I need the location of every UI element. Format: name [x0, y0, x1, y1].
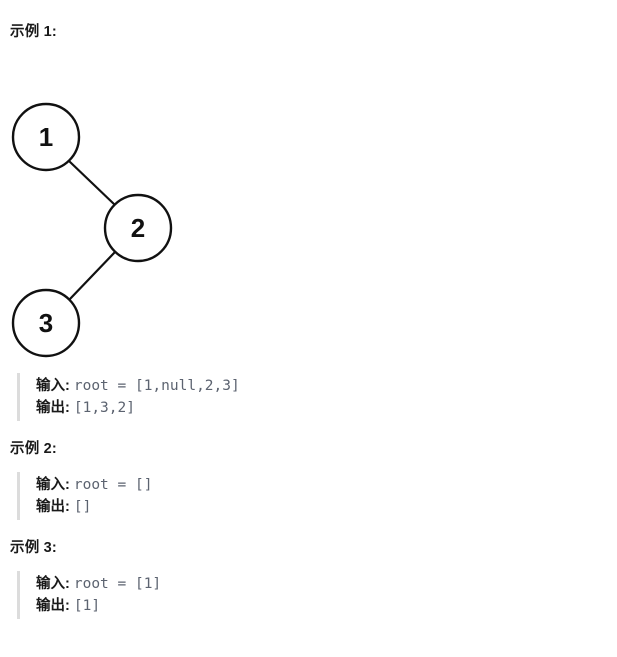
tree-node-1-circle: [11, 102, 81, 172]
example-2-input-value: root = []: [73, 477, 153, 494]
example-1-input-label: 输入:: [36, 378, 74, 395]
example-2-input-label: 输入:: [36, 477, 74, 494]
example-2-output-line: 输出: []: [36, 496, 617, 518]
example-3-output-value: [1]: [73, 598, 101, 615]
example-2-output-label: 输出:: [36, 499, 74, 516]
example-1-output-label: 输出:: [36, 400, 74, 417]
tree-edge-1-to-2: [68, 160, 116, 206]
example-3-input-value: root = [1]: [73, 576, 162, 593]
example-3-input-line: 输入: root = [1]: [36, 573, 617, 595]
tree-node-1-label: 1: [39, 122, 53, 152]
example-3-input-label: 输入:: [36, 576, 74, 593]
binary-tree-diagram: 1 2 3: [11, 102, 173, 358]
tree-edge-2-to-3: [68, 251, 116, 301]
example-1-output-value: [1,3,2]: [73, 400, 135, 417]
example-3-heading: 示例 3:: [10, 540, 57, 557]
example-2-code-block: 输入: root = [] 输出: []: [17, 472, 617, 521]
example-3-output-label: 输出:: [36, 598, 74, 615]
example-1-input-value: root = [1,null,2,3]: [73, 378, 240, 395]
example-1-input-line: 输入: root = [1,null,2,3]: [36, 375, 617, 397]
example-3-code-block: 输入: root = [1] 输出: [1]: [17, 571, 617, 620]
example-1-code-block: 输入: root = [1,null,2,3] 输出: [1,3,2]: [17, 373, 617, 422]
example-1-tree-figure: 1 2 3: [0, 43, 617, 373]
example-2-output-value: []: [73, 499, 92, 516]
tree-node-2-circle: [103, 193, 173, 263]
example-2-input-line: 输入: root = []: [36, 474, 617, 496]
example-1-output-line: 输出: [1,3,2]: [36, 397, 617, 419]
example-1-heading: 示例 1:: [10, 24, 57, 40]
example-3-output-line: 输出: [1]: [36, 595, 617, 617]
tree-node-3-circle: [11, 288, 81, 358]
tree-node-2-label: 2: [131, 213, 145, 243]
tree-node-3-label: 3: [39, 308, 53, 338]
example-2-heading: 示例 2:: [10, 441, 57, 458]
